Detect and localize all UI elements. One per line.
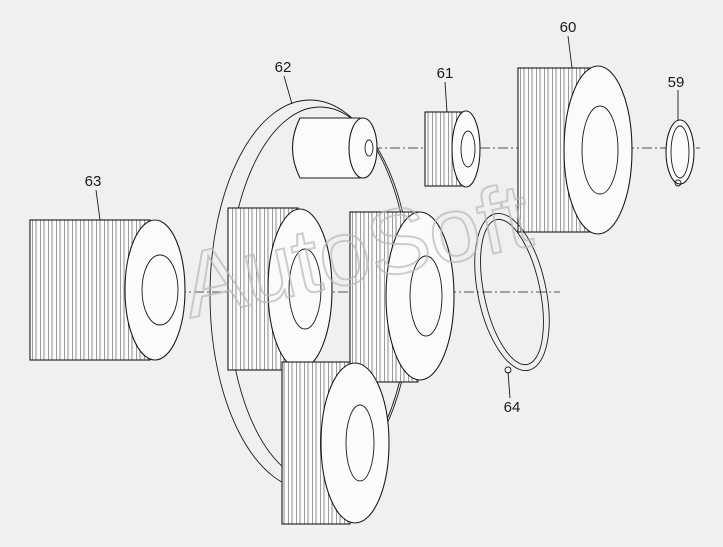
callout-59: 59 — [668, 74, 685, 91]
bearing-61 — [424, 110, 481, 188]
planet-gear-lower — [281, 361, 390, 525]
callout-62: 62 — [275, 59, 292, 76]
gear-60 — [517, 65, 633, 235]
planet-gear-middle — [349, 211, 455, 383]
callout-60: 60 — [560, 19, 577, 36]
leader-60 — [567, 35, 573, 69]
callout-63: 63 — [85, 173, 102, 190]
leader-62 — [283, 75, 293, 105]
leader-63 — [95, 189, 101, 221]
callout-64: 64 — [504, 399, 521, 416]
callout-61: 61 — [437, 65, 454, 82]
gear-63 — [29, 219, 186, 361]
leader-64 — [507, 371, 511, 399]
leader-61 — [444, 81, 448, 113]
retaining-ring-59 — [665, 119, 695, 187]
planet-gear-left — [227, 207, 333, 371]
